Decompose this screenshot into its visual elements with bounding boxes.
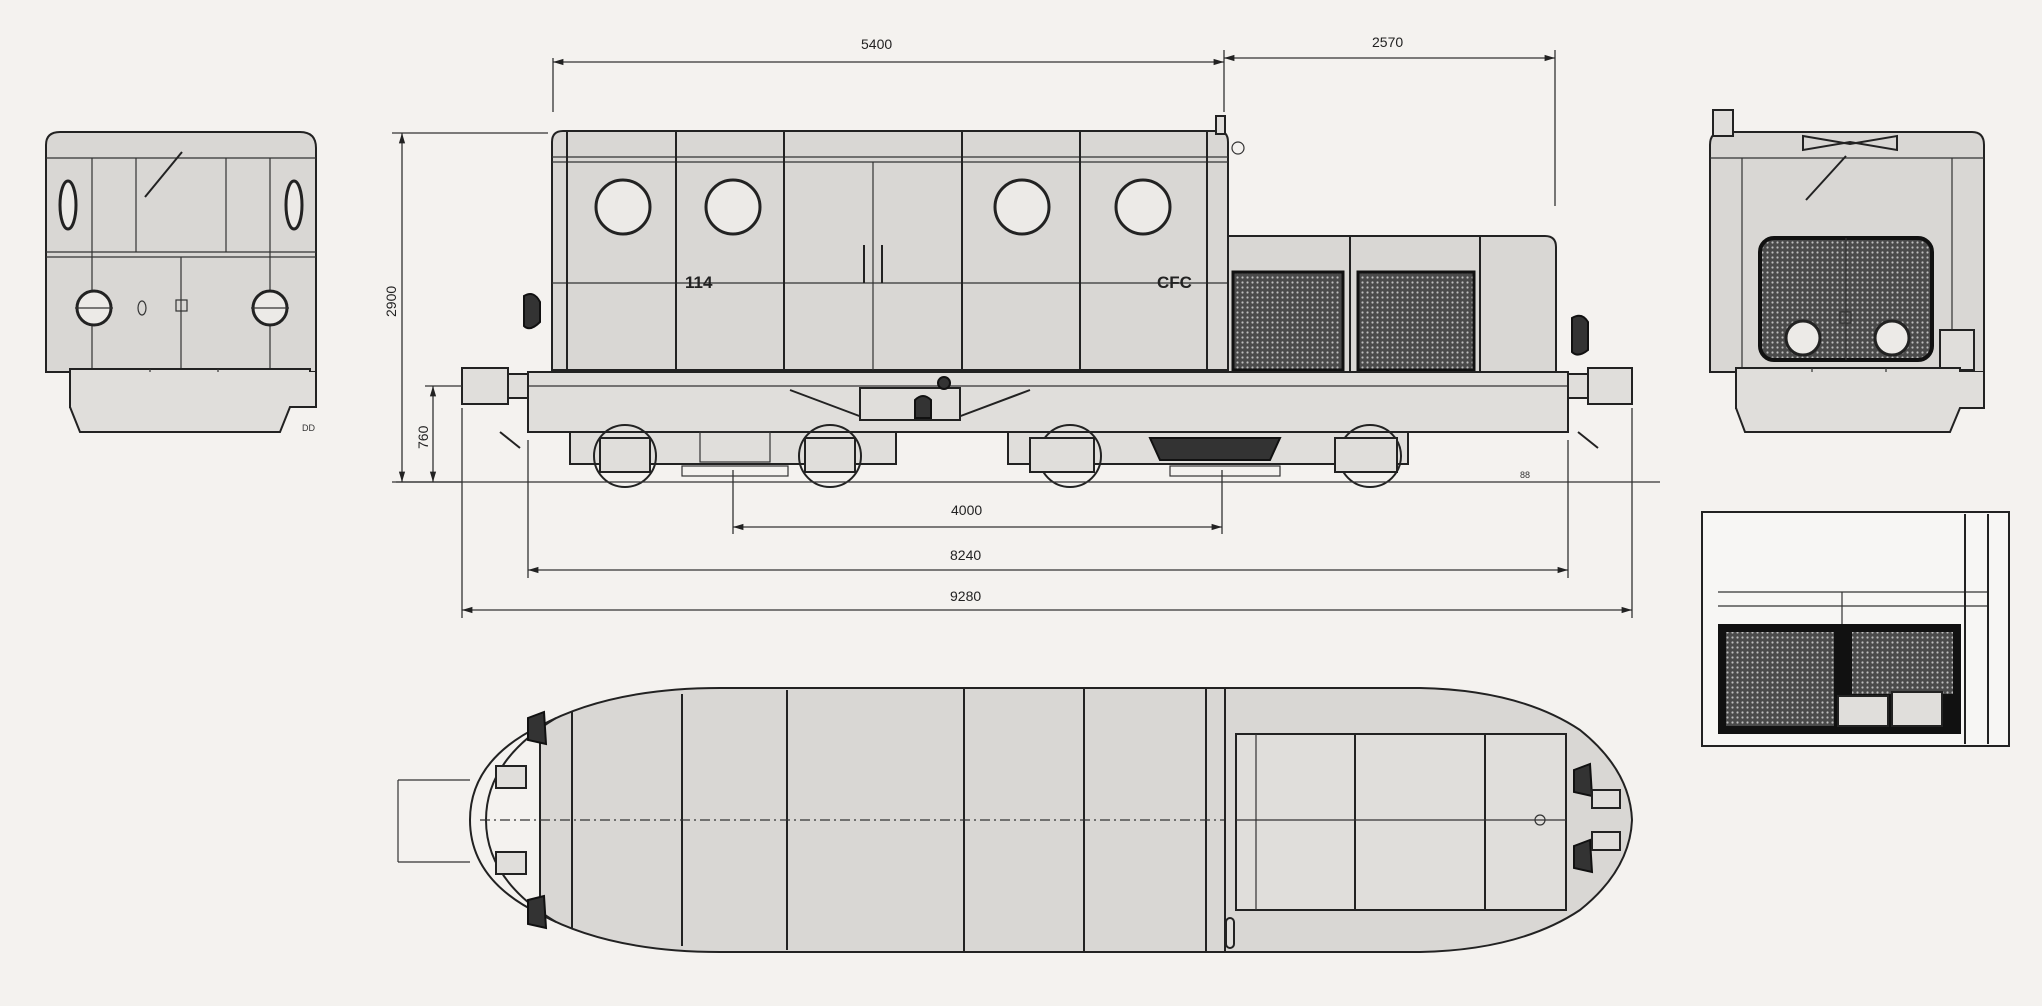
rear-end-view [1709, 109, 1985, 433]
radiator-grille [1231, 270, 1345, 372]
plan-view [397, 687, 1634, 953]
dimension-wheelbase: 4000 [951, 502, 982, 518]
dimension-overall-length: 9280 [950, 588, 981, 604]
operator-mark: CFC [1157, 273, 1192, 292]
side-view-initials: 88 [1520, 470, 1530, 480]
bogie-trailing [1007, 424, 1409, 488]
dimension-buffer-height: 760 [415, 425, 431, 449]
front-end-view: DD [45, 131, 317, 433]
radiator-grille [1356, 270, 1476, 372]
dimension-frame-length: 8240 [950, 547, 981, 563]
dimension-body-length: 5400 [861, 36, 892, 52]
buffer [1587, 367, 1633, 405]
bogie-leading [569, 424, 897, 488]
porthole [594, 178, 652, 236]
side-view: 114 CFC [396, 115, 1660, 488]
porthole [1114, 178, 1172, 236]
headlamp [523, 293, 541, 330]
locomotive-number: 114 [685, 273, 713, 292]
headlamp [1571, 314, 1589, 356]
porthole [993, 178, 1051, 236]
main-frame [527, 371, 1569, 433]
dimension-lines: 5400 2570 2900 760 4000 8240 9280 [383, 34, 1633, 618]
grille-detail-inset [1701, 511, 2010, 747]
buffer [461, 367, 509, 405]
dimension-hood-length: 2570 [1372, 34, 1403, 50]
porthole [704, 178, 762, 236]
dimension-height: 2900 [383, 286, 399, 317]
cab-body [551, 130, 1229, 371]
front-view-initials: DD [302, 423, 315, 433]
cab-panel-seams [566, 131, 1208, 376]
